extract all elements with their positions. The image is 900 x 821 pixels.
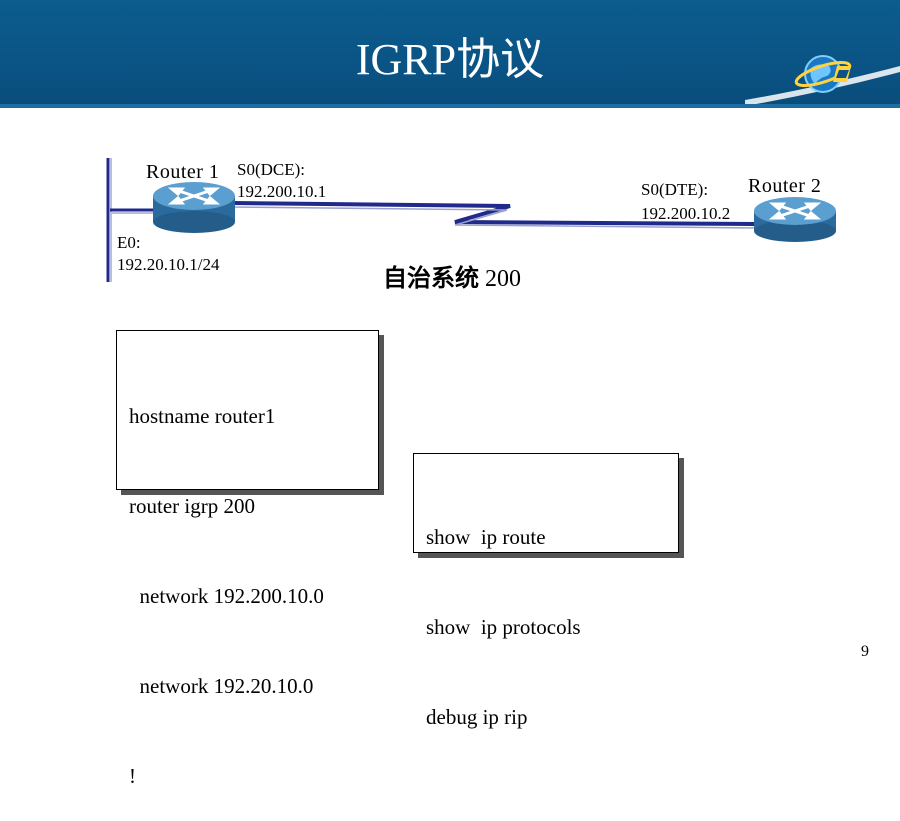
slide-title: IGRP协议 (355, 35, 545, 84)
router1-serial-interface: S0(DCE): (237, 160, 305, 179)
ethernet-segment (106, 158, 155, 282)
router-config-box: hostname router1 router igrp 200 network… (116, 330, 379, 788)
router2-name: Router 2 (748, 175, 822, 197)
as-label-number: 200 (485, 266, 521, 292)
verification-commands-box: show ip route show ip protocols debug ip… (413, 453, 679, 729)
autonomous-system-label: 自治系统 200 (383, 258, 521, 293)
router1-icon (153, 182, 235, 233)
network-diagram (106, 158, 836, 282)
command-line: show ip protocols (426, 615, 581, 639)
router1-ethernet-interface: E0: (117, 233, 141, 252)
router2-icon (754, 197, 836, 242)
config-line: network 192.20.10.0 (129, 674, 314, 698)
as-label-text: 自治系统 (383, 266, 479, 292)
router2-serial-interface: S0(DTE): (641, 180, 709, 199)
config-line: router igrp 200 (129, 494, 255, 518)
title-bar: IGRP协议 (0, 0, 900, 108)
globe-logo-icon (745, 55, 900, 106)
config-line: network 192.200.10.0 (129, 584, 324, 608)
router1-serial-ip: 192.200.10.1 (237, 182, 327, 201)
serial-link (231, 201, 756, 229)
router1-name: Router 1 (146, 161, 220, 183)
config-line: hostname router1 (129, 404, 276, 428)
router1-ethernet-ip: 192.20.10.1/24 (117, 255, 220, 274)
page-number: 9 (861, 643, 869, 660)
command-line: show ip route (426, 525, 546, 549)
router2-serial-ip: 192.200.10.2 (641, 204, 731, 223)
config-line: ! (129, 764, 136, 788)
command-line: debug ip rip (426, 705, 528, 729)
